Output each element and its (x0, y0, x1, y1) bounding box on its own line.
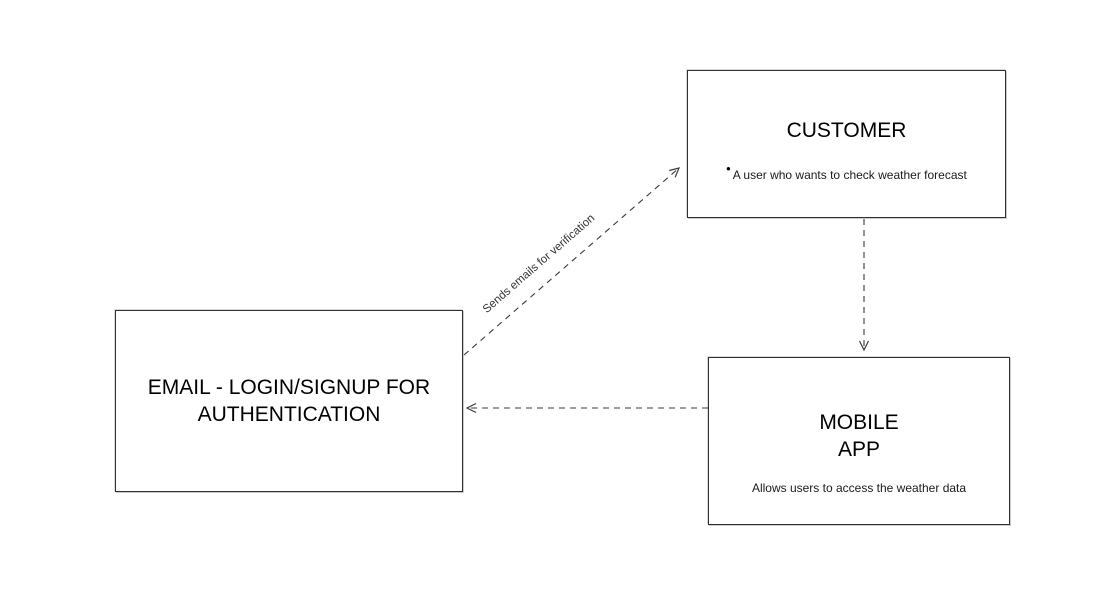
bullet-icon: • (726, 161, 731, 176)
email-auth-title: EMAIL - LOGIN/SIGNUP FOR AUTHENTICATION (147, 376, 431, 426)
customer-description: •A user who wants to check weather forec… (726, 162, 967, 183)
email-auth-node: EMAIL - LOGIN/SIGNUP FOR AUTHENTICATION (115, 310, 463, 492)
customer-title: CUSTOMER (786, 119, 907, 142)
mobile-app-node: MOBILE APP Allows users to access the we… (708, 357, 1010, 525)
customer-node: CUSTOMER •A user who wants to check weat… (687, 70, 1006, 218)
customer-description-text: A user who wants to check weather foreca… (732, 168, 967, 182)
mobile-app-title: MOBILE APP (819, 411, 899, 461)
edge-label-sends-emails: Sends emails for verification (480, 212, 598, 316)
edge-email-to-customer (463, 167, 681, 356)
mobile-app-description: Allows users to access the weather data (751, 481, 967, 495)
